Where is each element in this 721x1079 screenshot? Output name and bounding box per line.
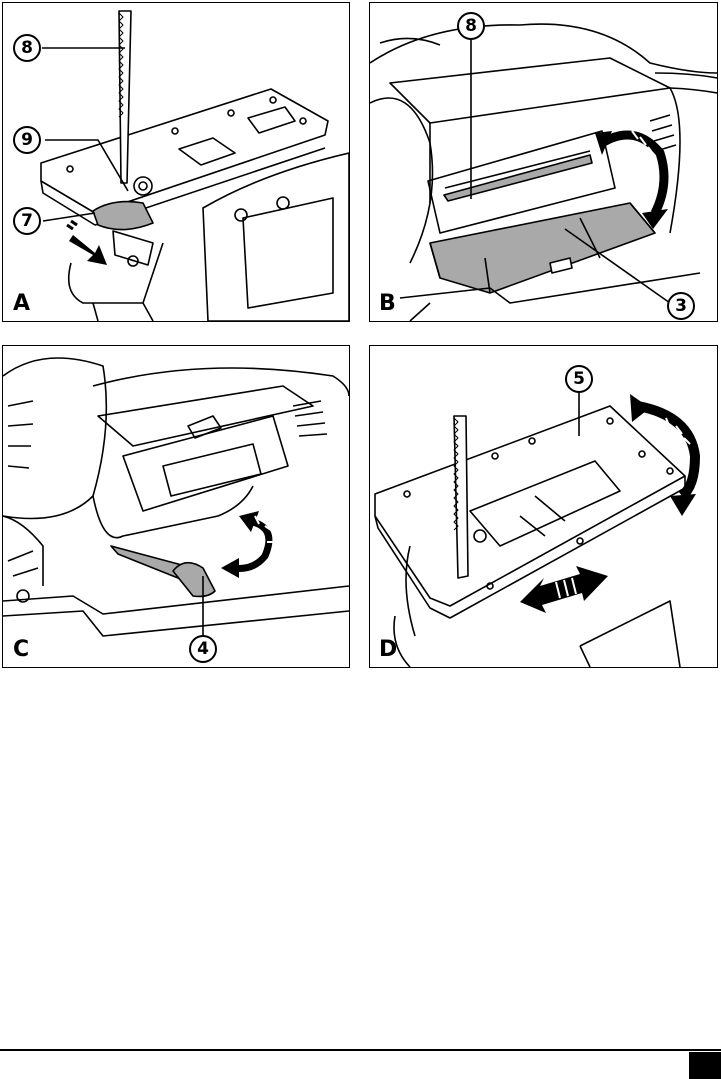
callout-9: 9 — [13, 126, 41, 154]
panel-label-a: A — [13, 293, 30, 315]
callout-5: 5 — [565, 365, 593, 393]
footer-rule — [0, 1049, 721, 1051]
callout-8: 8 — [13, 34, 41, 62]
figure-panel-d: 5 D — [369, 345, 718, 668]
panel-label-d: D — [379, 639, 397, 661]
figure-panel-b: 8 3 B — [369, 2, 718, 322]
callout-4: 4 — [189, 635, 217, 663]
callout-8: 8 — [457, 12, 485, 40]
callout-3: 3 — [667, 292, 695, 320]
illustration-sole-plate — [370, 346, 717, 667]
illustration-blade-clamp — [3, 3, 349, 321]
figure-panel-c: 4 C — [2, 345, 350, 668]
illustration-blade-guard — [370, 3, 717, 321]
callout-7: 7 — [13, 207, 41, 235]
page-tab — [689, 1052, 721, 1079]
figure-panel-a: 8 9 7 A — [2, 2, 350, 322]
illustration-pendulum-lever — [3, 346, 349, 667]
panel-label-b: B — [379, 293, 396, 315]
panel-label-c: C — [13, 639, 29, 661]
